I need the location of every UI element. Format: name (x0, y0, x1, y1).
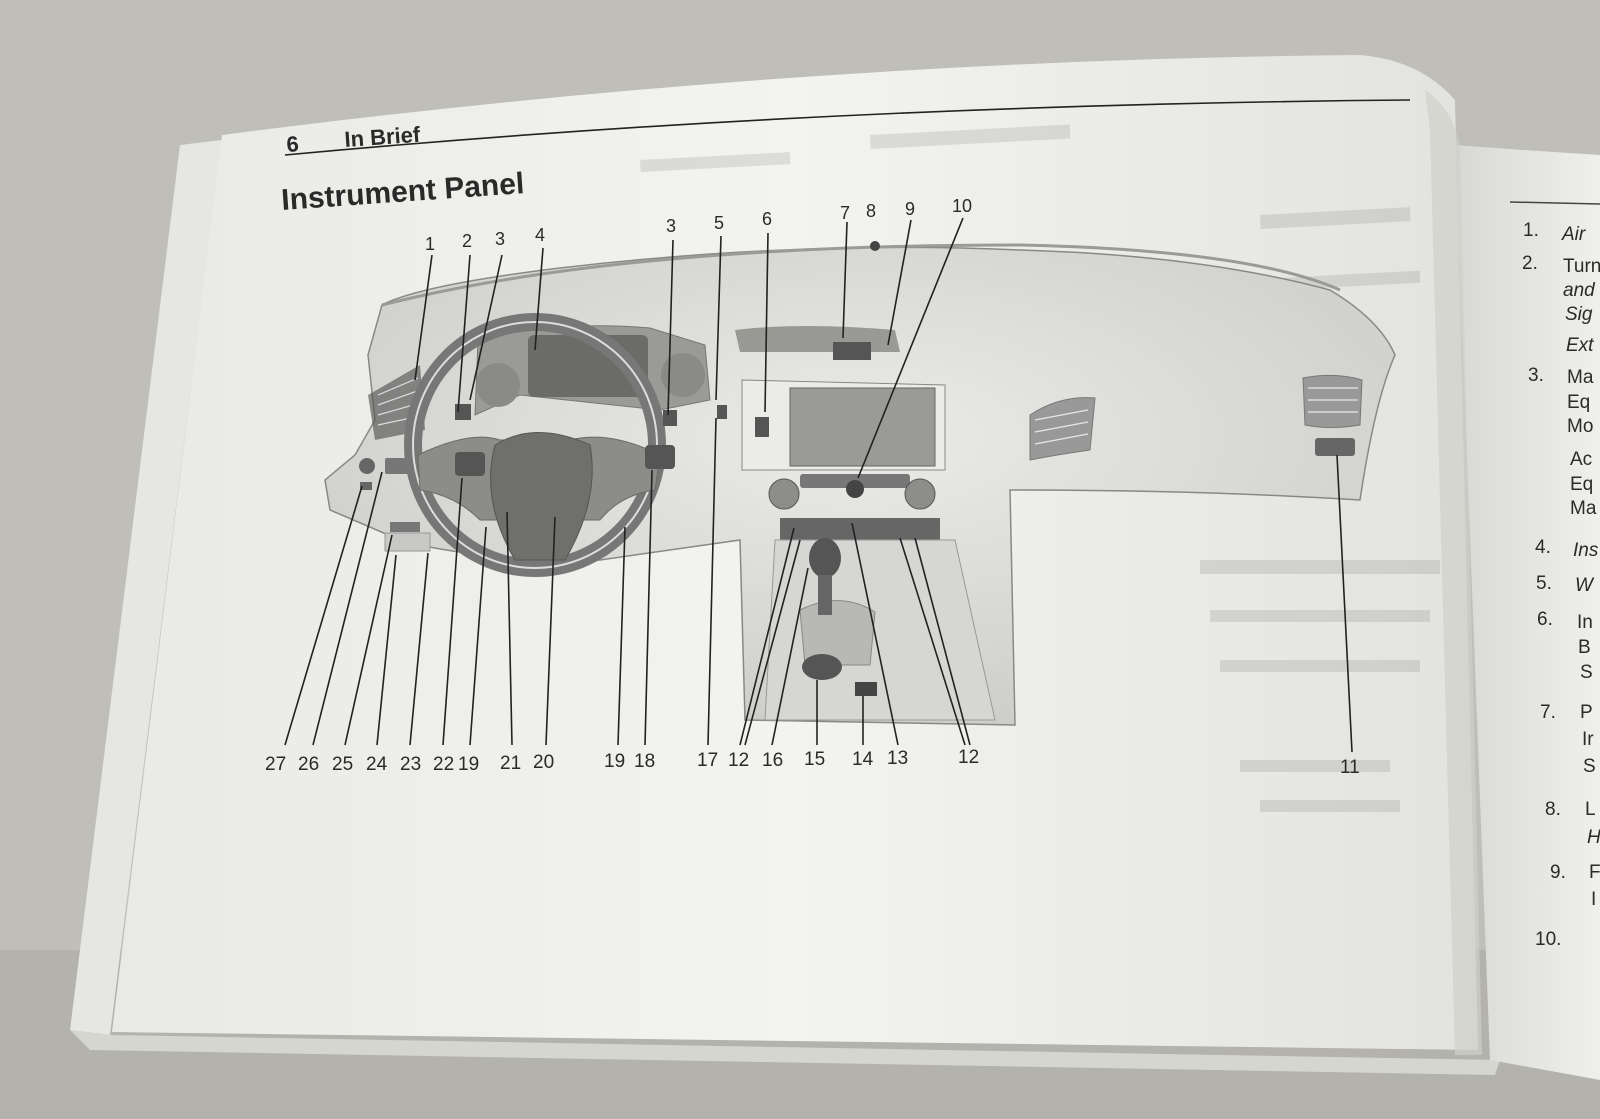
callout-top-5: 5 (714, 213, 724, 233)
callout-top-7: 7 (840, 203, 850, 223)
callout-bottom-17: 17 (697, 750, 718, 771)
right-item-3-text: Ma (1567, 367, 1594, 388)
right-page-list: 1. Air 2. Turn and Sig Ext 3. Ma Eq Mo A… (1522, 220, 1600, 950)
callout-bottom-11: 11 (1340, 757, 1360, 778)
callout-bottom-18: 18 (634, 751, 655, 772)
callout-bottom-16: 16 (762, 750, 783, 771)
callout-top-4: 4 (535, 225, 545, 245)
right-item-2-line3: Sig (1565, 304, 1593, 325)
callout-bottom-12b: 12 (958, 747, 979, 768)
right-item-3-line3: Mo (1567, 416, 1593, 437)
right-item-6-line3: S (1580, 662, 1593, 683)
right-item-3-num: 3. (1528, 365, 1544, 386)
right-item-1-text: Air (1561, 224, 1586, 245)
right-item-3-line2: Eq (1567, 392, 1590, 413)
right-item-5-text: W (1575, 575, 1595, 596)
right-item-5-num: 5. (1536, 573, 1552, 594)
right-item-10-num: 10. (1535, 929, 1561, 950)
callout-bottom-22: 22 (433, 754, 454, 775)
right-item-9-num: 9. (1550, 862, 1566, 883)
right-item-2-line4: Ext (1566, 335, 1594, 356)
callout-bottom-19b: 19 (604, 751, 625, 772)
right-item-6-line2: B (1578, 637, 1591, 658)
dashboard-illustration (324, 241, 1396, 726)
callout-bottom-19: 19 (458, 754, 479, 775)
callout-top-1: 1 (425, 234, 435, 254)
right-item-1-num: 1. (1523, 220, 1539, 241)
callout-bottom-26: 26 (298, 754, 319, 775)
show-through-text (640, 124, 1440, 812)
right-item-6-num: 6. (1537, 609, 1553, 630)
right-item-7-line3: S (1583, 756, 1596, 777)
callout-bottom-15: 15 (804, 749, 825, 770)
right-item-7-text: P (1580, 702, 1593, 723)
callout-bottom-25: 25 (332, 754, 353, 775)
right-item-2-text: Turn (1563, 256, 1600, 277)
right-item-8-line2: H (1587, 827, 1600, 848)
callout-bottom-13: 13 (887, 748, 908, 769)
right-item-8-text: L (1585, 799, 1596, 820)
callout-top-2: 2 (462, 231, 472, 251)
right-item-9-line2: I (1591, 889, 1596, 910)
callout-top-3: 3 (495, 229, 505, 249)
right-item-6-text: In (1577, 612, 1593, 633)
callout-bottom-23: 23 (400, 754, 421, 775)
callout-bottom-24: 24 (366, 754, 388, 775)
right-item-7-line2: Ir (1582, 729, 1594, 750)
page-stack (70, 140, 1500, 1075)
right-item-3-line5: Eq (1570, 474, 1593, 495)
callout-bottom-27: 27 (265, 754, 286, 775)
right-item-2-num: 2. (1522, 253, 1538, 274)
right-item-3-line6: Ma (1570, 498, 1597, 519)
right-item-3-line4: Ac (1570, 449, 1592, 470)
callout-bottom-14: 14 (852, 749, 874, 770)
callout-top-8: 8 (866, 201, 876, 221)
right-page (1455, 145, 1600, 1080)
right-item-4-num: 4. (1535, 537, 1551, 558)
callout-top-9: 9 (905, 199, 915, 219)
callout-top-10: 10 (952, 196, 972, 216)
page-number: 6 (286, 131, 300, 157)
right-item-2-line2: and (1563, 280, 1596, 301)
right-item-4-text: Ins (1573, 540, 1599, 561)
right-item-9-text: F (1589, 862, 1600, 883)
section-title: In Brief (344, 122, 422, 152)
callout-bottom-20: 20 (533, 752, 554, 773)
callout-bottom-12: 12 (728, 750, 749, 771)
right-item-8-num: 8. (1545, 799, 1561, 820)
leader-lines (284, 217, 1353, 753)
callout-top-3b: 3 (666, 216, 676, 236)
callout-bottom-21: 21 (500, 753, 521, 774)
right-item-7-num: 7. (1540, 702, 1556, 723)
callout-top-6: 6 (762, 209, 772, 229)
